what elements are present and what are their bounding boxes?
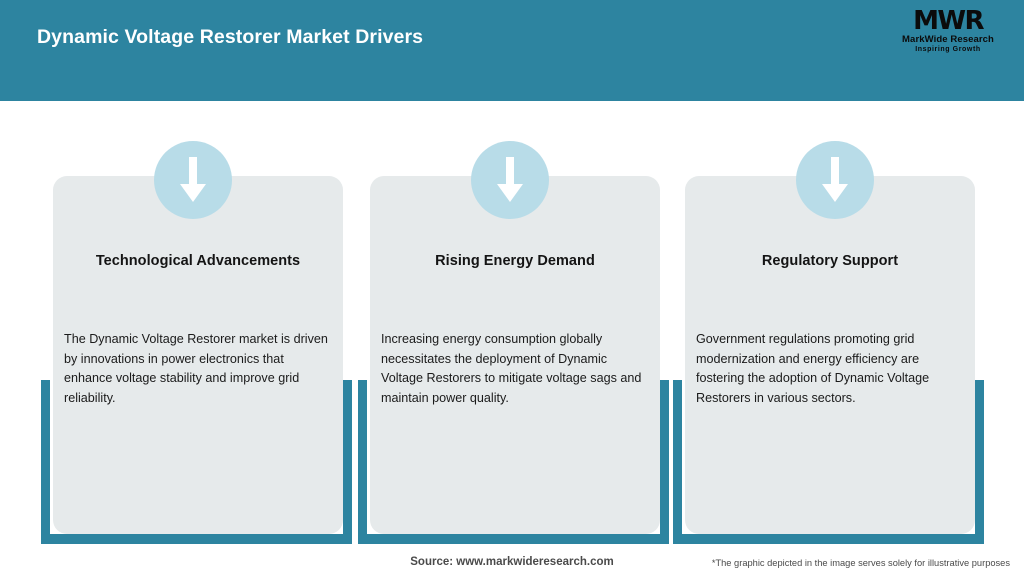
frame-bar-left <box>673 380 682 544</box>
card-title-1: Technological Advancements <box>95 253 301 269</box>
logo-monogram: MWR <box>913 6 984 36</box>
frame-bar-left <box>41 380 50 544</box>
card-panel-1 <box>53 176 343 534</box>
card-body-1: The Dynamic Voltage Restorer market is d… <box>64 332 328 405</box>
frame-bar-right <box>660 380 669 544</box>
page-title: Dynamic Voltage Restorer Market Drivers <box>37 26 424 48</box>
card-body-3: Government regulations promoting grid mo… <box>696 332 930 405</box>
frame-bar-right <box>343 380 352 544</box>
source-label: Source: www.markwideresearch.com <box>410 556 614 568</box>
brand-logo: MWR MarkWide Research Inspiring Growth <box>890 8 1006 62</box>
card-title-2: Rising Energy Demand <box>435 253 595 269</box>
frame-bar-left <box>358 380 367 544</box>
arrow-down-icon <box>178 157 208 203</box>
frame-bar-bottom <box>673 534 984 544</box>
card-frame-3 <box>673 380 984 544</box>
logo-company-name: MarkWide Research <box>902 34 994 45</box>
card-title-3: Regulatory Support <box>761 253 899 269</box>
arrow-down-icon <box>820 157 850 203</box>
frame-bar-right <box>975 380 984 544</box>
disclaimer-label: *The graphic depicted in the image serve… <box>711 558 1010 568</box>
card-frame-1 <box>41 380 352 544</box>
card-panel-2 <box>370 176 660 534</box>
card-panel-3 <box>685 176 975 534</box>
card-badge-1 <box>154 141 232 219</box>
frame-bar-bottom <box>41 534 352 544</box>
card-body-2: Increasing energy consumption globally n… <box>381 332 642 405</box>
frame-bar-bottom <box>358 534 669 544</box>
logo-tagline: Inspiring Growth <box>915 46 981 53</box>
card-frame-2 <box>358 380 669 544</box>
card-badge-3 <box>796 141 874 219</box>
header-bar: Dynamic Voltage Restorer Market Drivers … <box>0 0 1024 101</box>
arrow-down-icon <box>495 157 525 203</box>
card-badge-2 <box>471 141 549 219</box>
